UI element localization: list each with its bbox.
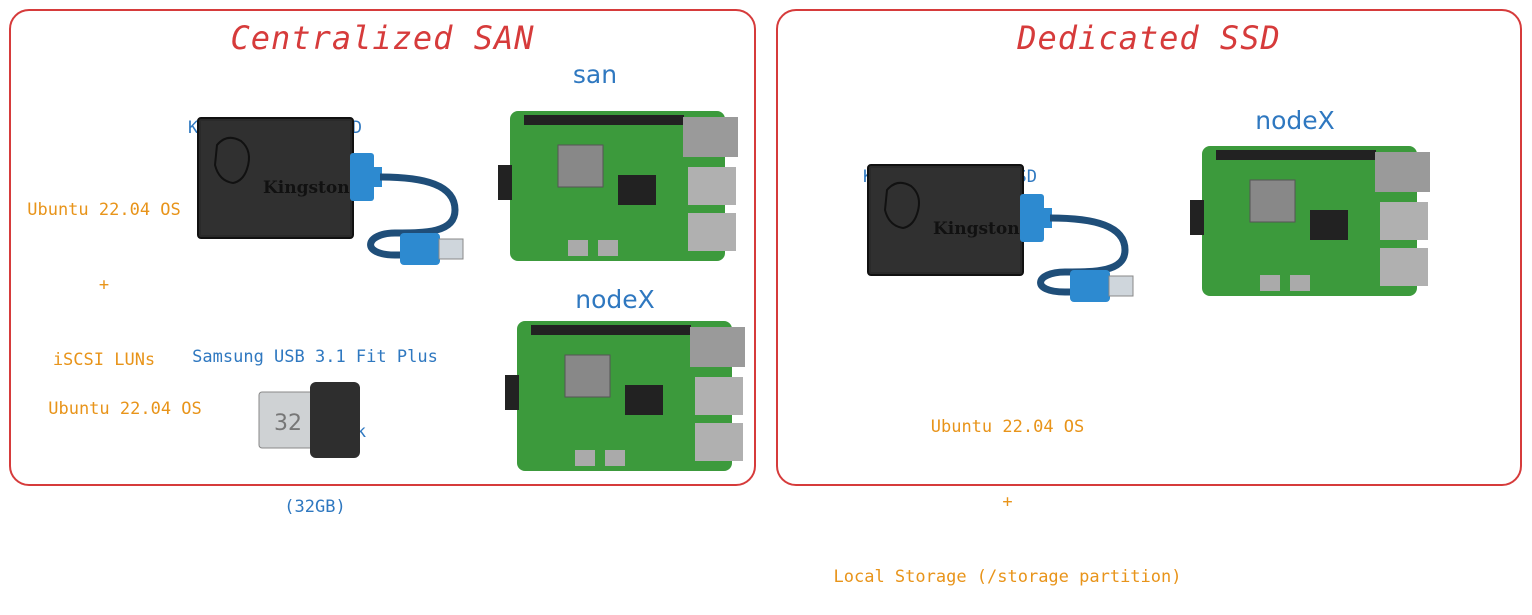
ssd-drive-icon: Kingston xyxy=(197,117,464,265)
host-nodex-label: nodeX xyxy=(1255,106,1335,135)
dedicated-ssd-panel: Dedicated SSD xyxy=(776,9,1522,486)
usb-flash-drive-icon: 32 xyxy=(258,382,360,458)
raspberry-pi-board-icon xyxy=(505,321,745,471)
flash-line3: (32GB) xyxy=(284,497,346,517)
raspberry-pi-board-icon xyxy=(498,111,738,261)
ssd-brand: Kingston xyxy=(933,219,1020,239)
ssd-role-line3: iSCSI LUNs xyxy=(52,350,156,370)
svg-text:32: 32 xyxy=(274,411,302,436)
role-line2: + xyxy=(1002,492,1013,512)
flash-role-label: Ubuntu 22.04 OS xyxy=(48,399,202,419)
raspberry-pi-board-icon xyxy=(1190,146,1430,296)
ssd-brand: Kingston xyxy=(263,178,350,198)
role-label: Ubuntu 22.04 OS + Local Storage (/storag… xyxy=(805,365,1210,615)
panel-title: Centralized SAN xyxy=(230,19,535,57)
flash-line1: Samsung USB 3.1 Fit Plus xyxy=(192,347,438,367)
host-san-label: san xyxy=(572,60,618,89)
host-nodex-label: nodeX xyxy=(575,285,655,314)
ssd-drive-icon: Kingston xyxy=(867,164,1134,302)
role-line3: Local Storage (/storage partition) xyxy=(833,567,1182,587)
panel-title: Dedicated SSD xyxy=(1017,19,1281,57)
ssd-role-line2: + xyxy=(98,275,110,295)
centralized-san-panel: Centralized SAN xyxy=(9,9,756,486)
ssd-role-label: Ubuntu 22.04 OS + iSCSI LUNs xyxy=(14,148,194,398)
role-line1: Ubuntu 22.04 OS xyxy=(930,417,1085,437)
ssd-role-line1: Ubuntu 22.04 OS xyxy=(27,200,181,220)
